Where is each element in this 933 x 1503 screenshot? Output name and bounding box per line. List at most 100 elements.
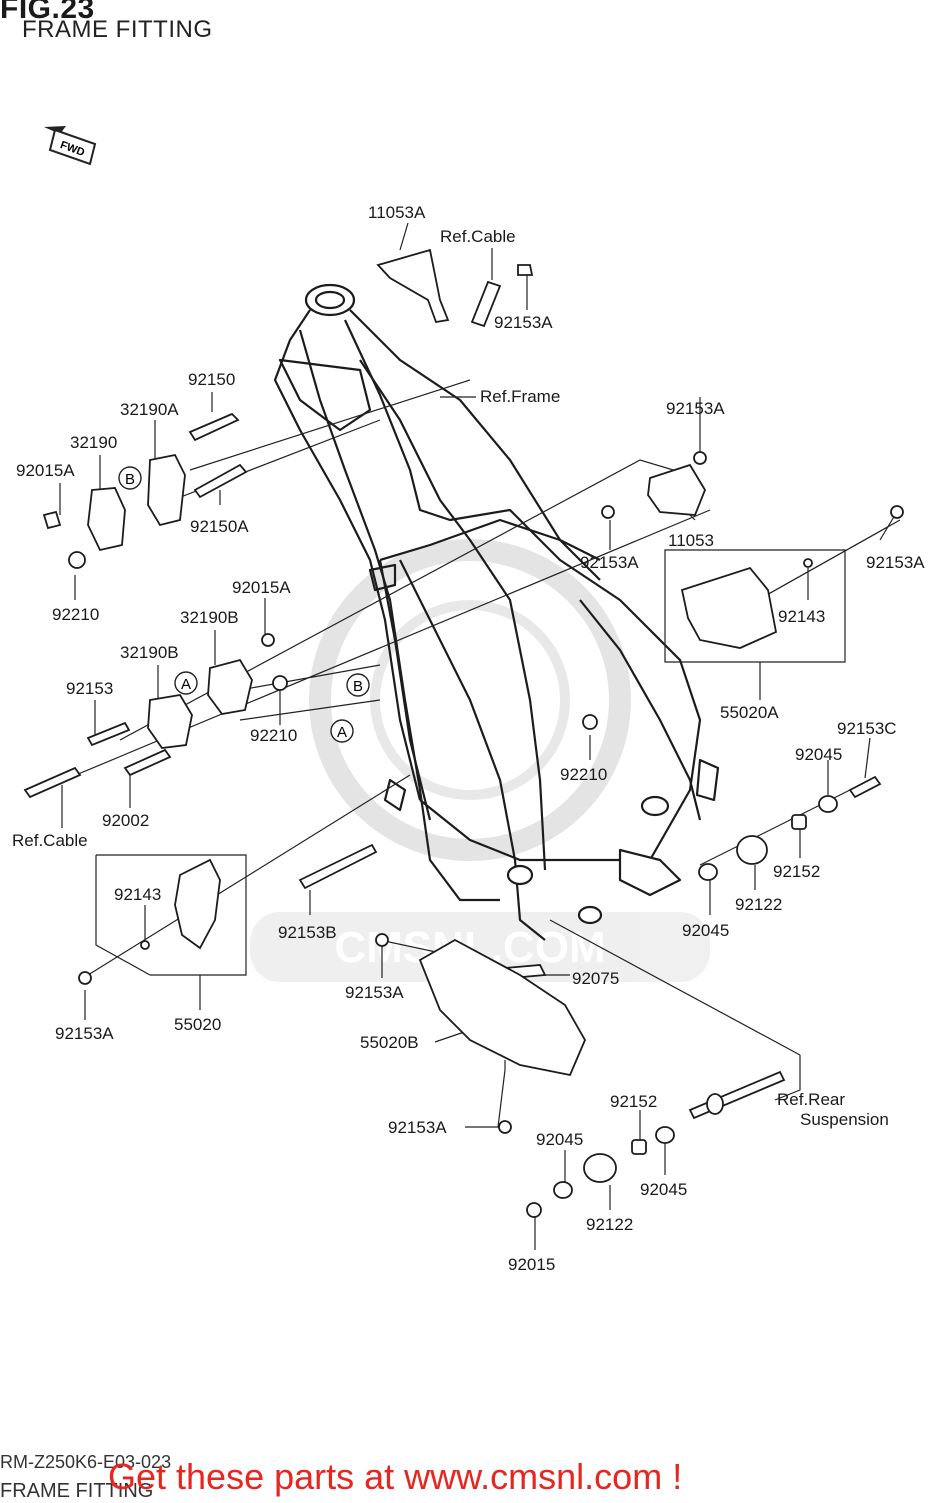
- frame-sub-rail: [579, 599, 702, 821]
- figure-title: FIG.23: [0, 0, 95, 25]
- leader-assembly-long-6: [239, 664, 381, 691]
- frame-cross-member: [379, 518, 601, 562]
- leader-55020A-bracket: [664, 549, 846, 663]
- frame-bracket-mid: [383, 778, 407, 812]
- label-92153A-left: 92153A: [55, 1024, 114, 1043]
- label-55020: 55020: [174, 1015, 221, 1034]
- label-92153C: 92153C: [837, 719, 897, 738]
- frame: [273, 283, 720, 941]
- part-92153A-bolt-top: [517, 264, 534, 276]
- leader-55020-bracket: [95, 854, 247, 976]
- part-92122-bearing-2: [583, 1153, 617, 1183]
- frame-main-spar-right: [349, 309, 601, 581]
- label-92153A-far: 92153A: [866, 553, 925, 572]
- leader-assembly-long-3: [79, 774, 411, 981]
- part-32190A-plate: [147, 453, 186, 527]
- frame-pivot: [640, 795, 670, 817]
- marker-b-left: [118, 466, 142, 490]
- leader-assembly-long-4: [189, 379, 471, 471]
- part-92153A-bolt-r1: [693, 451, 707, 465]
- frame-main-spar-left: [273, 309, 422, 801]
- label-ref-cable-left: Ref.Cable: [12, 831, 88, 850]
- part-92045-seal-4: [655, 1126, 675, 1144]
- parts: [23, 248, 904, 1218]
- label-92045-2: 92045: [682, 921, 729, 940]
- part-92143-collar-2: [140, 940, 150, 950]
- part-92210-nut-1: [68, 551, 86, 569]
- part-92210-nut-3: [582, 714, 598, 730]
- markers: B A B A: [118, 466, 370, 743]
- part-92150A-bolt: [193, 463, 248, 499]
- part-11053A-bracket: [376, 248, 450, 324]
- marker-a-right-label: A: [337, 724, 347, 741]
- frame-cradle: [399, 559, 546, 941]
- label-ref-rear-1: Ref.Rear: [777, 1090, 845, 1109]
- part-92015A-nut-1: [42, 510, 62, 530]
- part-92153A-bolt-ll: [78, 971, 92, 985]
- label-ref-frame: Ref.Frame: [480, 387, 560, 406]
- label-92015A-1: 92015A: [16, 461, 75, 480]
- frame-bracket-front: [368, 563, 397, 592]
- label-92122-1: 92122: [735, 895, 782, 914]
- frame-top-rail-inner: [359, 359, 547, 871]
- leader-assembly-long-7: [239, 699, 381, 721]
- label-92045-3: 92045: [536, 1130, 583, 1149]
- label-92150A: 92150A: [190, 517, 249, 536]
- marker-a-left: [174, 671, 198, 695]
- leader-11053A: [399, 222, 409, 251]
- part-92153A-bolt-l: [375, 933, 389, 947]
- marker-a-right: [330, 719, 354, 743]
- label-ref-cable-top: Ref.Cable: [440, 227, 516, 246]
- frame-pivot-rear: [577, 905, 603, 925]
- leader-92153A-bottom: [465, 1060, 506, 1128]
- part-32190-plate: [87, 487, 126, 552]
- part-92152-collar-2: [631, 1139, 647, 1155]
- label-92122-2: 92122: [586, 1215, 633, 1234]
- label-55020B: 55020B: [360, 1033, 419, 1052]
- label-ref-rear-2: Suspension: [800, 1110, 889, 1129]
- frame-pivot-lower: [506, 864, 534, 886]
- marker-b-right-label: B: [353, 678, 363, 695]
- part-92143-collar-1: [803, 558, 813, 568]
- figure-subtitle: FRAME FITTING: [22, 16, 213, 43]
- diagram-code: RM-Z250K6-E03-023: [0, 1452, 172, 1472]
- label-92152-1: 92152: [773, 862, 820, 881]
- marker-b-left-label: B: [125, 471, 135, 488]
- label-92143-2: 92143: [114, 885, 161, 904]
- label-92143-1: 92143: [778, 607, 825, 626]
- part-92153-bolt: [86, 721, 131, 747]
- frame-fitting-diagram: CMSNL.COM FWD: [12, 126, 925, 1274]
- frame-down-tube: [298, 329, 500, 902]
- frame-lower-rail: [419, 799, 650, 862]
- part-92153B-bolt: [298, 843, 378, 890]
- watermark: CMSNL.COM: [250, 539, 710, 982]
- part-92153C-bolt: [848, 775, 882, 799]
- part-92045-seal-1: [818, 795, 838, 813]
- label-92210-1: 92210: [52, 605, 99, 624]
- label-55020A: 55020A: [720, 703, 779, 722]
- label-92153B: 92153B: [278, 923, 337, 942]
- part-92210-nut-2: [272, 675, 288, 691]
- frame-bracket-rear: [695, 758, 720, 802]
- part-ref-rear-collar: [706, 1093, 724, 1115]
- part-92153A-bolt-r2: [601, 505, 615, 519]
- leader-ref-rear-line: [549, 919, 801, 1056]
- label-92153A-right: 92153A: [666, 399, 725, 418]
- watermark-ring: [309, 539, 631, 861]
- label-92210-2: 92210: [250, 726, 297, 745]
- label-92002: 92002: [102, 811, 149, 830]
- part-32190B-plate-1: [207, 658, 253, 715]
- watermark-ring-inner: [370, 600, 570, 800]
- fwd-arrow-body: [48, 128, 97, 166]
- part-ref-cable-clamp: [23, 766, 82, 799]
- part-55020B-skidplate: [418, 938, 587, 1077]
- label-32190A: 32190A: [120, 400, 179, 419]
- fwd-arrow: FWD: [44, 126, 97, 166]
- part-92015-nut: [526, 1202, 542, 1218]
- label-92153: 92153: [66, 679, 113, 698]
- label-92045-1: 92045: [795, 745, 842, 764]
- part-ref-rear-shaft: [688, 1070, 786, 1120]
- leader-92153C: [864, 737, 871, 779]
- cta-link[interactable]: Get these parts at www.cmsnl.com !: [108, 1456, 683, 1497]
- label-92150: 92150: [188, 370, 235, 389]
